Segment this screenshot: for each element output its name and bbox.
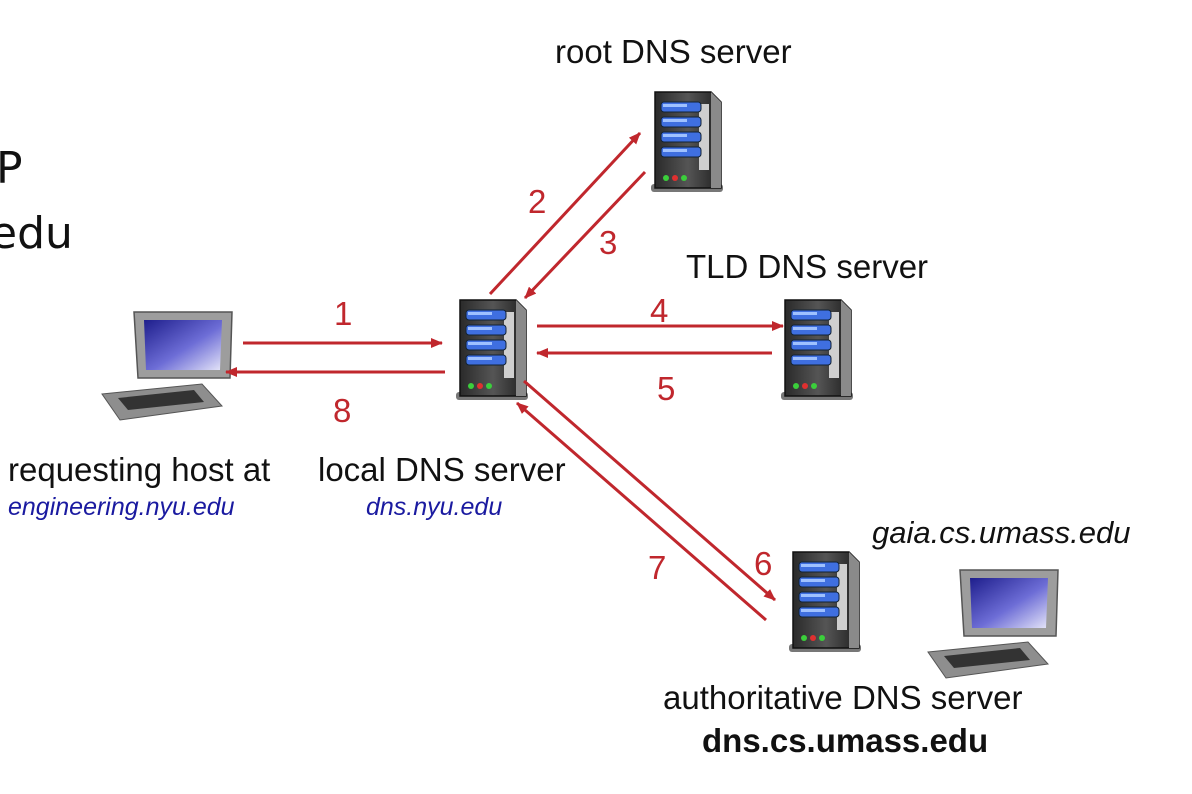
target-host-computer-icon (927, 569, 1059, 679)
root-dns-server-label: root DNS server (555, 33, 792, 70)
step-label-6: 6 (754, 545, 773, 582)
local-dns-server-label: local DNS server (318, 451, 566, 488)
step-label-3: 3 (599, 224, 618, 261)
arrow-step-2 (488, 131, 642, 296)
local-dns-server-hostname: dns.nyu.edu (366, 493, 503, 521)
arrow-step-3 (523, 170, 647, 300)
title-fragment-line1: P (0, 143, 23, 194)
title-fragment-line2: edu (0, 208, 73, 259)
local-dns-server-icon (455, 299, 529, 401)
authoritative-dns-server-label: authoritative DNS server (663, 679, 1023, 716)
tld-dns-server-label: TLD DNS server (686, 248, 929, 285)
requesting-host-computer-icon (101, 311, 233, 421)
authoritative-dns-server-hostname: dns.cs.umass.edu (702, 722, 989, 759)
step-label-1: 1 (334, 295, 353, 332)
step-label-4: 4 (650, 292, 669, 329)
tld-dns-server-icon (780, 299, 854, 401)
target-host-hostname: gaia.cs.umass.edu (872, 515, 1131, 550)
step-label-2: 2 (528, 183, 547, 220)
arrow-step-6 (523, 379, 776, 602)
step-label-5: 5 (657, 370, 676, 407)
authoritative-dns-server-icon (788, 551, 862, 653)
step-label-7: 7 (648, 549, 667, 586)
requesting-host-hostname: engineering.nyu.edu (8, 493, 235, 521)
step-label-8: 8 (333, 392, 352, 429)
arrow-step-7 (516, 401, 767, 622)
root-dns-server-icon (650, 91, 724, 193)
requesting-host-label: requesting host at (8, 451, 271, 488)
